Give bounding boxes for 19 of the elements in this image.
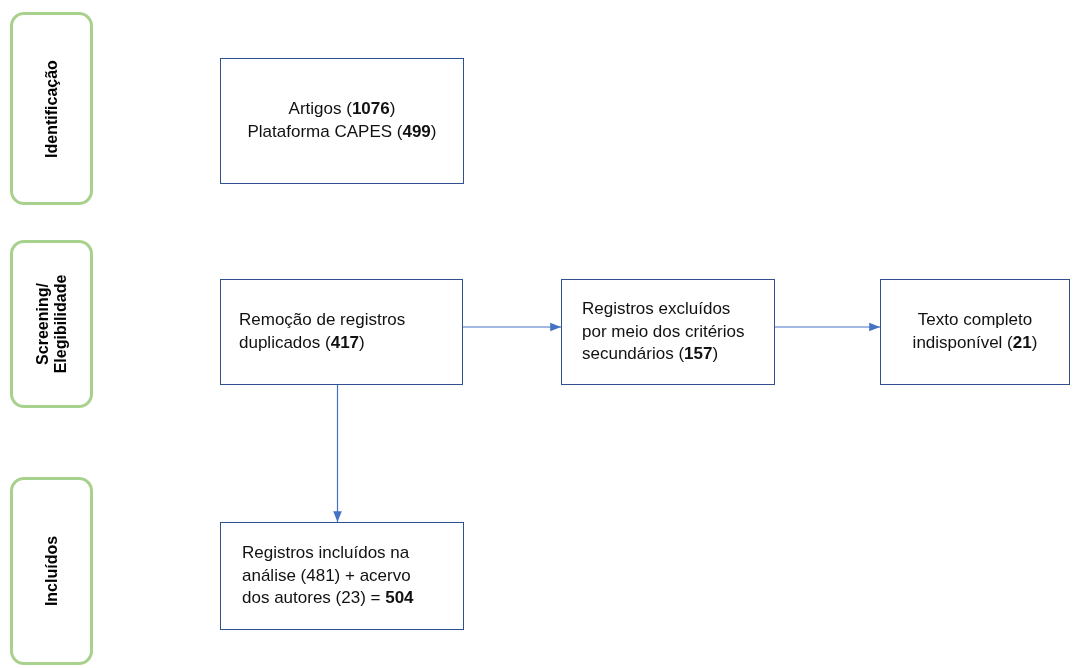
phase-label: Screening/ Elegibilidade <box>33 273 70 376</box>
box-text: Registros incluídos na análise (481) + acervo dos autores (23) = 504 <box>242 541 415 610</box>
phase-band <box>10 240 93 408</box>
process-box <box>561 279 775 385</box>
phase-label: Identificação <box>42 59 61 158</box>
box-text: Artigos (1076) Plataforma CAPES (499) <box>247 98 437 143</box>
phase-band <box>10 477 93 665</box>
process-box <box>220 279 463 385</box>
box-text: Registros excluídos por meio dos critérios secundários (157) <box>582 297 746 366</box>
process-box <box>880 279 1070 385</box>
process-box <box>220 58 464 184</box>
box-text: Texto completo indisponível (21) <box>911 309 1039 354</box>
process-box <box>220 522 464 630</box>
arrow <box>333 384 342 523</box>
arrow <box>774 322 881 332</box>
arrow <box>462 322 562 332</box>
box-text: Remoção de registros duplicados (417) <box>239 309 407 354</box>
phase-band <box>10 12 93 205</box>
phase-label: Incluídos <box>42 535 61 607</box>
